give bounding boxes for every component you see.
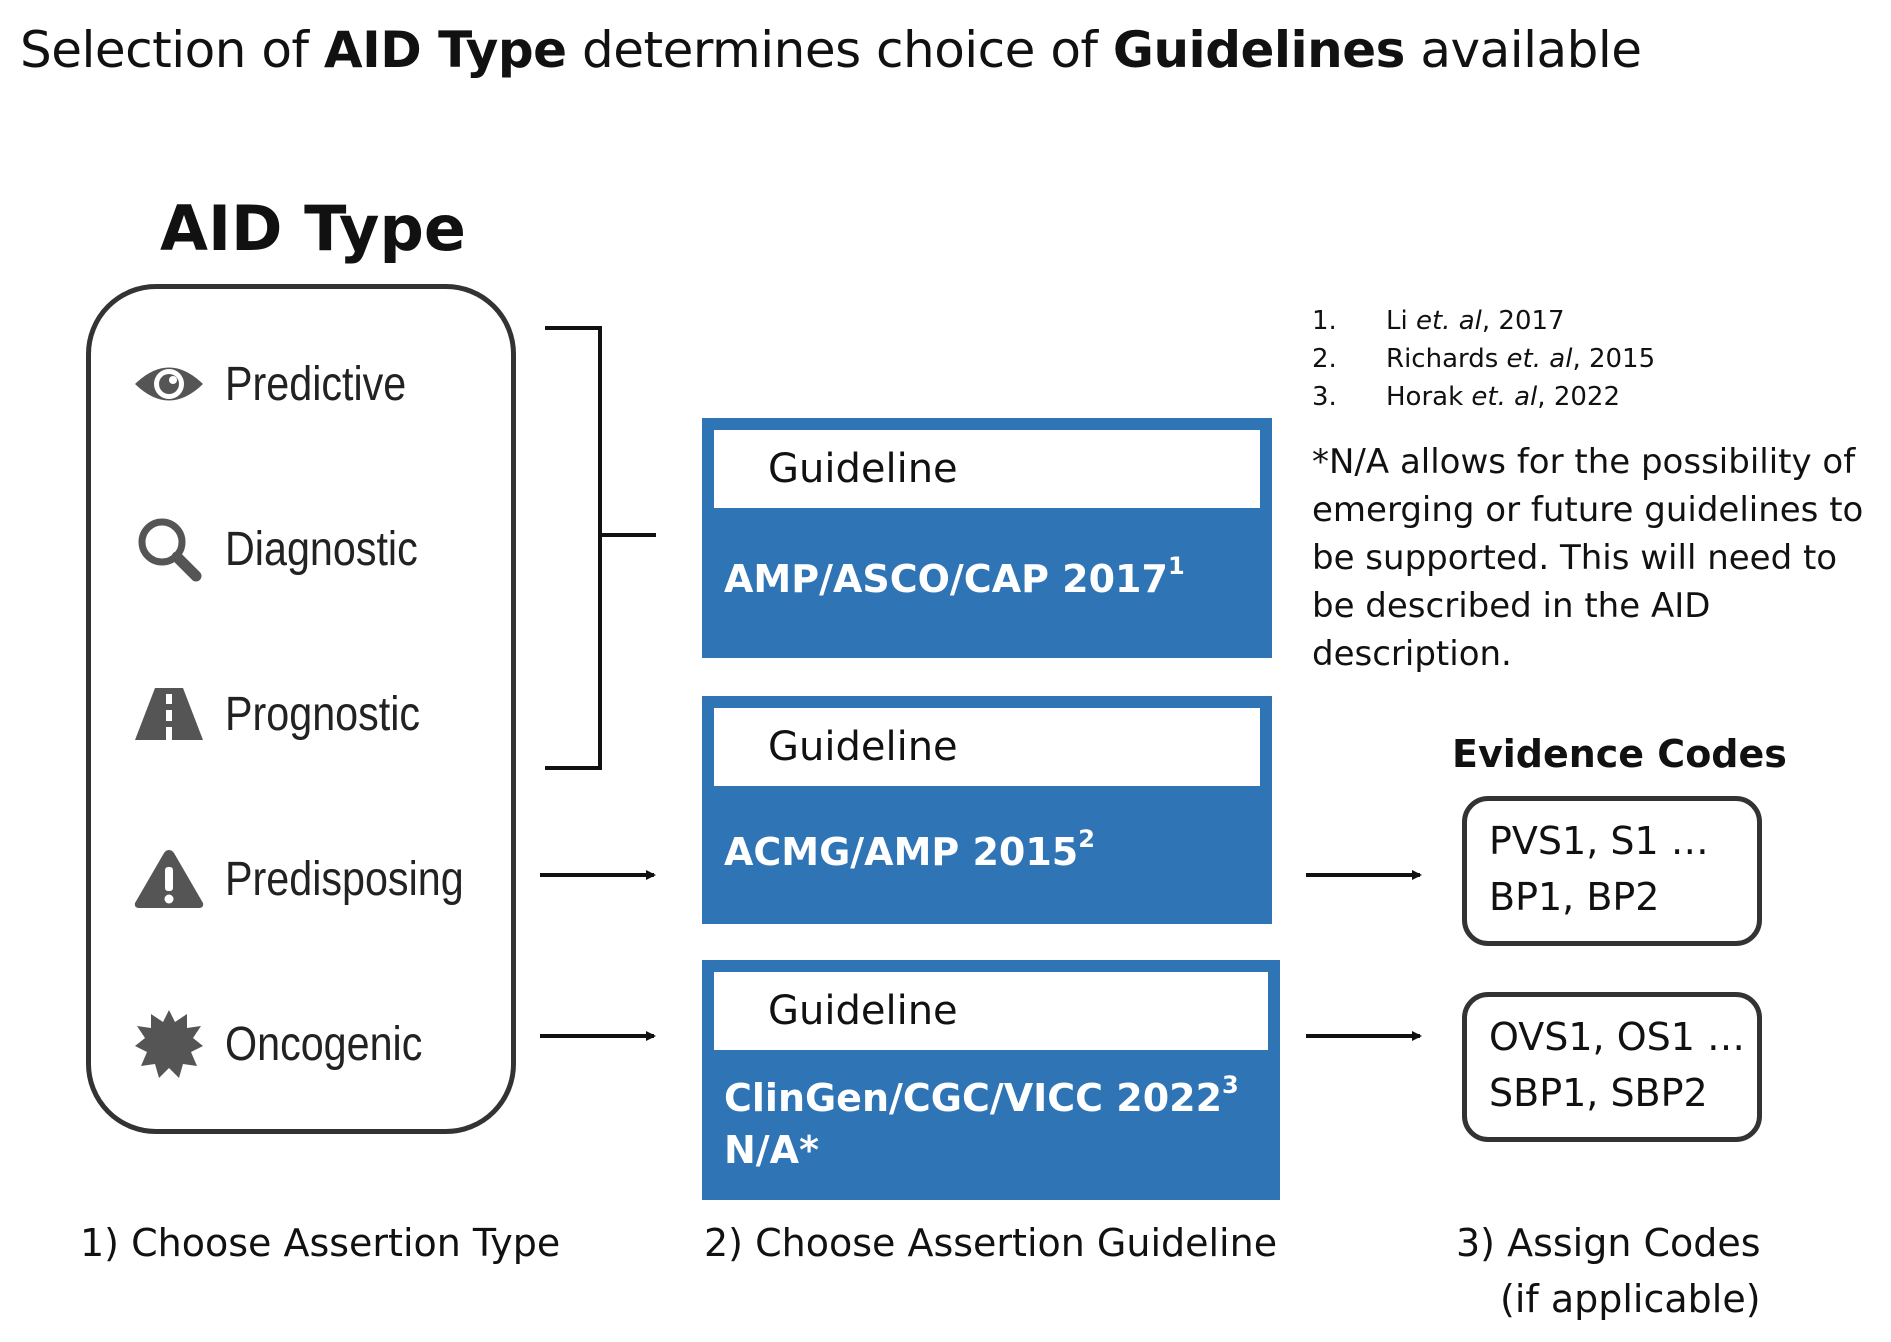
type-item-predictive[interactable]: Predictive: [131, 349, 436, 419]
bracket-connector: [545, 326, 656, 770]
type-item-prognostic[interactable]: Prognostic: [131, 679, 452, 749]
guideline-box-amp-asco-cap[interactable]: Guideline AMP/ASCO/CAP 20171: [702, 418, 1272, 658]
evidence-codes-line: SBP1, SBP2: [1489, 1071, 1708, 1115]
reference-list: 1. Li et. al, 2017 2. Richards et. al, 2…: [1312, 302, 1655, 416]
page-title: Selection of AID Type determines choice …: [20, 21, 1642, 79]
evidence-codes-line: PVS1, S1 …: [1489, 819, 1709, 863]
guideline-header: Guideline: [714, 972, 1268, 1050]
type-label: Predictive: [225, 357, 407, 411]
evidence-codes-box-clingen[interactable]: OVS1, OS1 … SBP1, SBP2: [1462, 992, 1762, 1142]
reference-item: 2. Richards et. al, 2015: [1312, 344, 1656, 374]
guideline-box-clingen-cgc-vicc[interactable]: Guideline ClinGen/CGC/VICC 20223 N/A*: [702, 960, 1280, 1200]
type-item-predisposing[interactable]: Predisposing: [131, 844, 503, 914]
type-label: Predisposing: [225, 852, 464, 906]
guideline-name: ClinGen/CGC/VICC 20223: [724, 1071, 1239, 1120]
guideline-header: Guideline: [714, 708, 1260, 786]
type-item-oncogenic[interactable]: Oncogenic: [131, 1009, 454, 1079]
aid-type-box: Predictive Diagnostic Prognostic: [86, 284, 516, 1134]
warning-icon: [131, 844, 207, 914]
type-label: Prognostic: [225, 687, 421, 741]
guideline-box-acmg-amp[interactable]: Guideline ACMG/AMP 20152: [702, 696, 1272, 924]
step-3-sublabel: (if applicable): [1500, 1277, 1761, 1321]
magnifier-icon: [131, 514, 207, 584]
reference-item: 1. Li et. al, 2017: [1312, 306, 1565, 336]
evidence-codes-line: OVS1, OS1 …: [1489, 1015, 1745, 1059]
starburst-icon: [131, 1009, 207, 1079]
step-2-label: 2) Choose Assertion Guideline: [704, 1221, 1278, 1265]
reference-item: 3. Horak et. al, 2022: [1312, 382, 1620, 412]
evidence-codes-box-acmg[interactable]: PVS1, S1 … BP1, BP2: [1462, 796, 1762, 946]
evidence-codes-line: BP1, BP2: [1489, 875, 1660, 919]
guideline-name: AMP/ASCO/CAP 20171: [724, 552, 1185, 601]
guideline-name-na: N/A*: [724, 1128, 819, 1172]
guideline-name: ACMG/AMP 20152: [724, 825, 1095, 874]
aid-type-heading: AID Type: [160, 192, 466, 265]
step-1-label: 1) Choose Assertion Type: [80, 1221, 561, 1265]
step-3-label: 3) Assign Codes: [1456, 1221, 1761, 1265]
type-label: Oncogenic: [225, 1017, 423, 1071]
type-label: Diagnostic: [225, 522, 418, 576]
na-footnote: *N/A allows for the possibility of emerg…: [1312, 442, 1864, 674]
evidence-codes-heading: Evidence Codes: [1452, 732, 1787, 776]
road-icon: [131, 679, 207, 749]
type-item-diagnostic[interactable]: Diagnostic: [131, 514, 449, 584]
eye-icon: [131, 349, 207, 419]
guideline-header: Guideline: [714, 430, 1260, 508]
